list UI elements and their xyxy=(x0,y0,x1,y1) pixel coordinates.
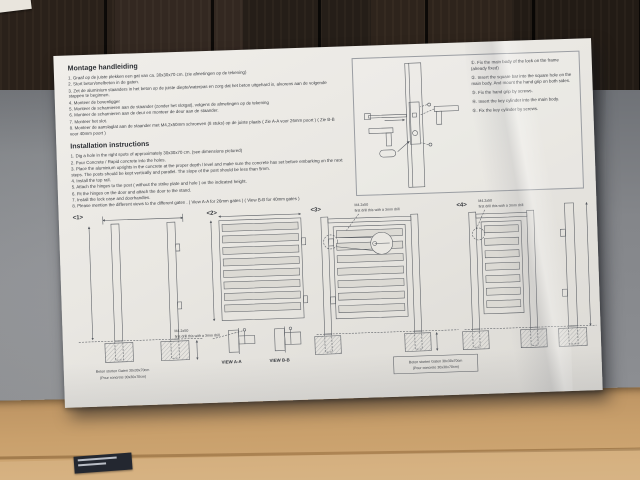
diagram-2-gate-panel: <2> xyxy=(174,211,310,365)
svg-text:<4>: <4> xyxy=(456,202,467,208)
lock-step: ④. Insert the key cylinder into the main… xyxy=(471,96,560,105)
concrete-note-box: Beton storten Gaten 30x30x70cm (Pour con… xyxy=(393,354,478,374)
view-a-label: VIEW A-A xyxy=(221,359,242,365)
lock-step: ③. Fix the hand grip by screws. xyxy=(471,88,533,96)
dutch-instruction-list: 1. Graaf op de juiste plekken een gat va… xyxy=(68,66,344,137)
view-b-label: VIEW B-B xyxy=(269,357,289,363)
corner-sticker xyxy=(0,0,32,14)
instruction-sheet: Montage handleiding 1. Graaf op de juist… xyxy=(53,38,603,408)
diagram-1-posts: <1> Beton storten Gaten 30x30 xyxy=(73,211,204,381)
concrete-note-left: Beton storten Gaten 30x30x70cm xyxy=(96,368,150,374)
lock-step: ①. Fix the main body of the lock on the … xyxy=(470,57,559,71)
view-b-detail xyxy=(274,326,301,353)
lock-instructions-box: ①. Fix the main body of the lock on the … xyxy=(351,50,584,197)
svg-text:<3>: <3> xyxy=(310,207,321,213)
lock-step: ②. Insert the square bar into the square… xyxy=(471,71,572,86)
screw-callout2: first drill this with a 3mm drill xyxy=(175,333,220,338)
diagram-4-gate-installed: <4> M4.2x50 first drill this with a 3mm … xyxy=(456,199,597,349)
screw-callout2: first drill this with a 3mm drill xyxy=(478,203,523,208)
lock-steps: ①. Fix the main body of the lock on the … xyxy=(469,52,583,192)
lock-assembly-diagram xyxy=(364,62,459,188)
concrete-note-left2: (Pour concrete 30x30x70cm) xyxy=(100,375,146,381)
svg-text:Beton storten Gaten 30x30x70: Beton storten Gaten 30x30x70cm xyxy=(409,359,463,365)
view-a-detail xyxy=(228,327,255,354)
screw-callout2: first drill this with a 3mm drill xyxy=(355,207,400,212)
svg-text:<1>: <1> xyxy=(73,215,84,221)
technical-diagrams: <1> Beton storten Gaten 30x30 xyxy=(73,199,602,381)
lock-step: ⑤. Fix the key cylinder by screws. xyxy=(472,106,539,114)
screw-callout: M4.2x50 xyxy=(174,329,188,333)
screw-callout: M4.2x50 xyxy=(478,199,492,203)
screw-callout: M4.2x50 xyxy=(354,203,368,207)
svg-text:(Pour concrete 30x30x70cm): (Pour concrete 30x30x70cm) xyxy=(413,365,459,371)
diagram-3-gate-installed: <3> M4.2x50 first drill this with a 3mm … xyxy=(310,203,478,376)
svg-text:<2>: <2> xyxy=(207,211,218,217)
gray-panel-side xyxy=(606,90,640,408)
text-column: Montage handleiding 1. Graaf op de juist… xyxy=(68,56,347,210)
